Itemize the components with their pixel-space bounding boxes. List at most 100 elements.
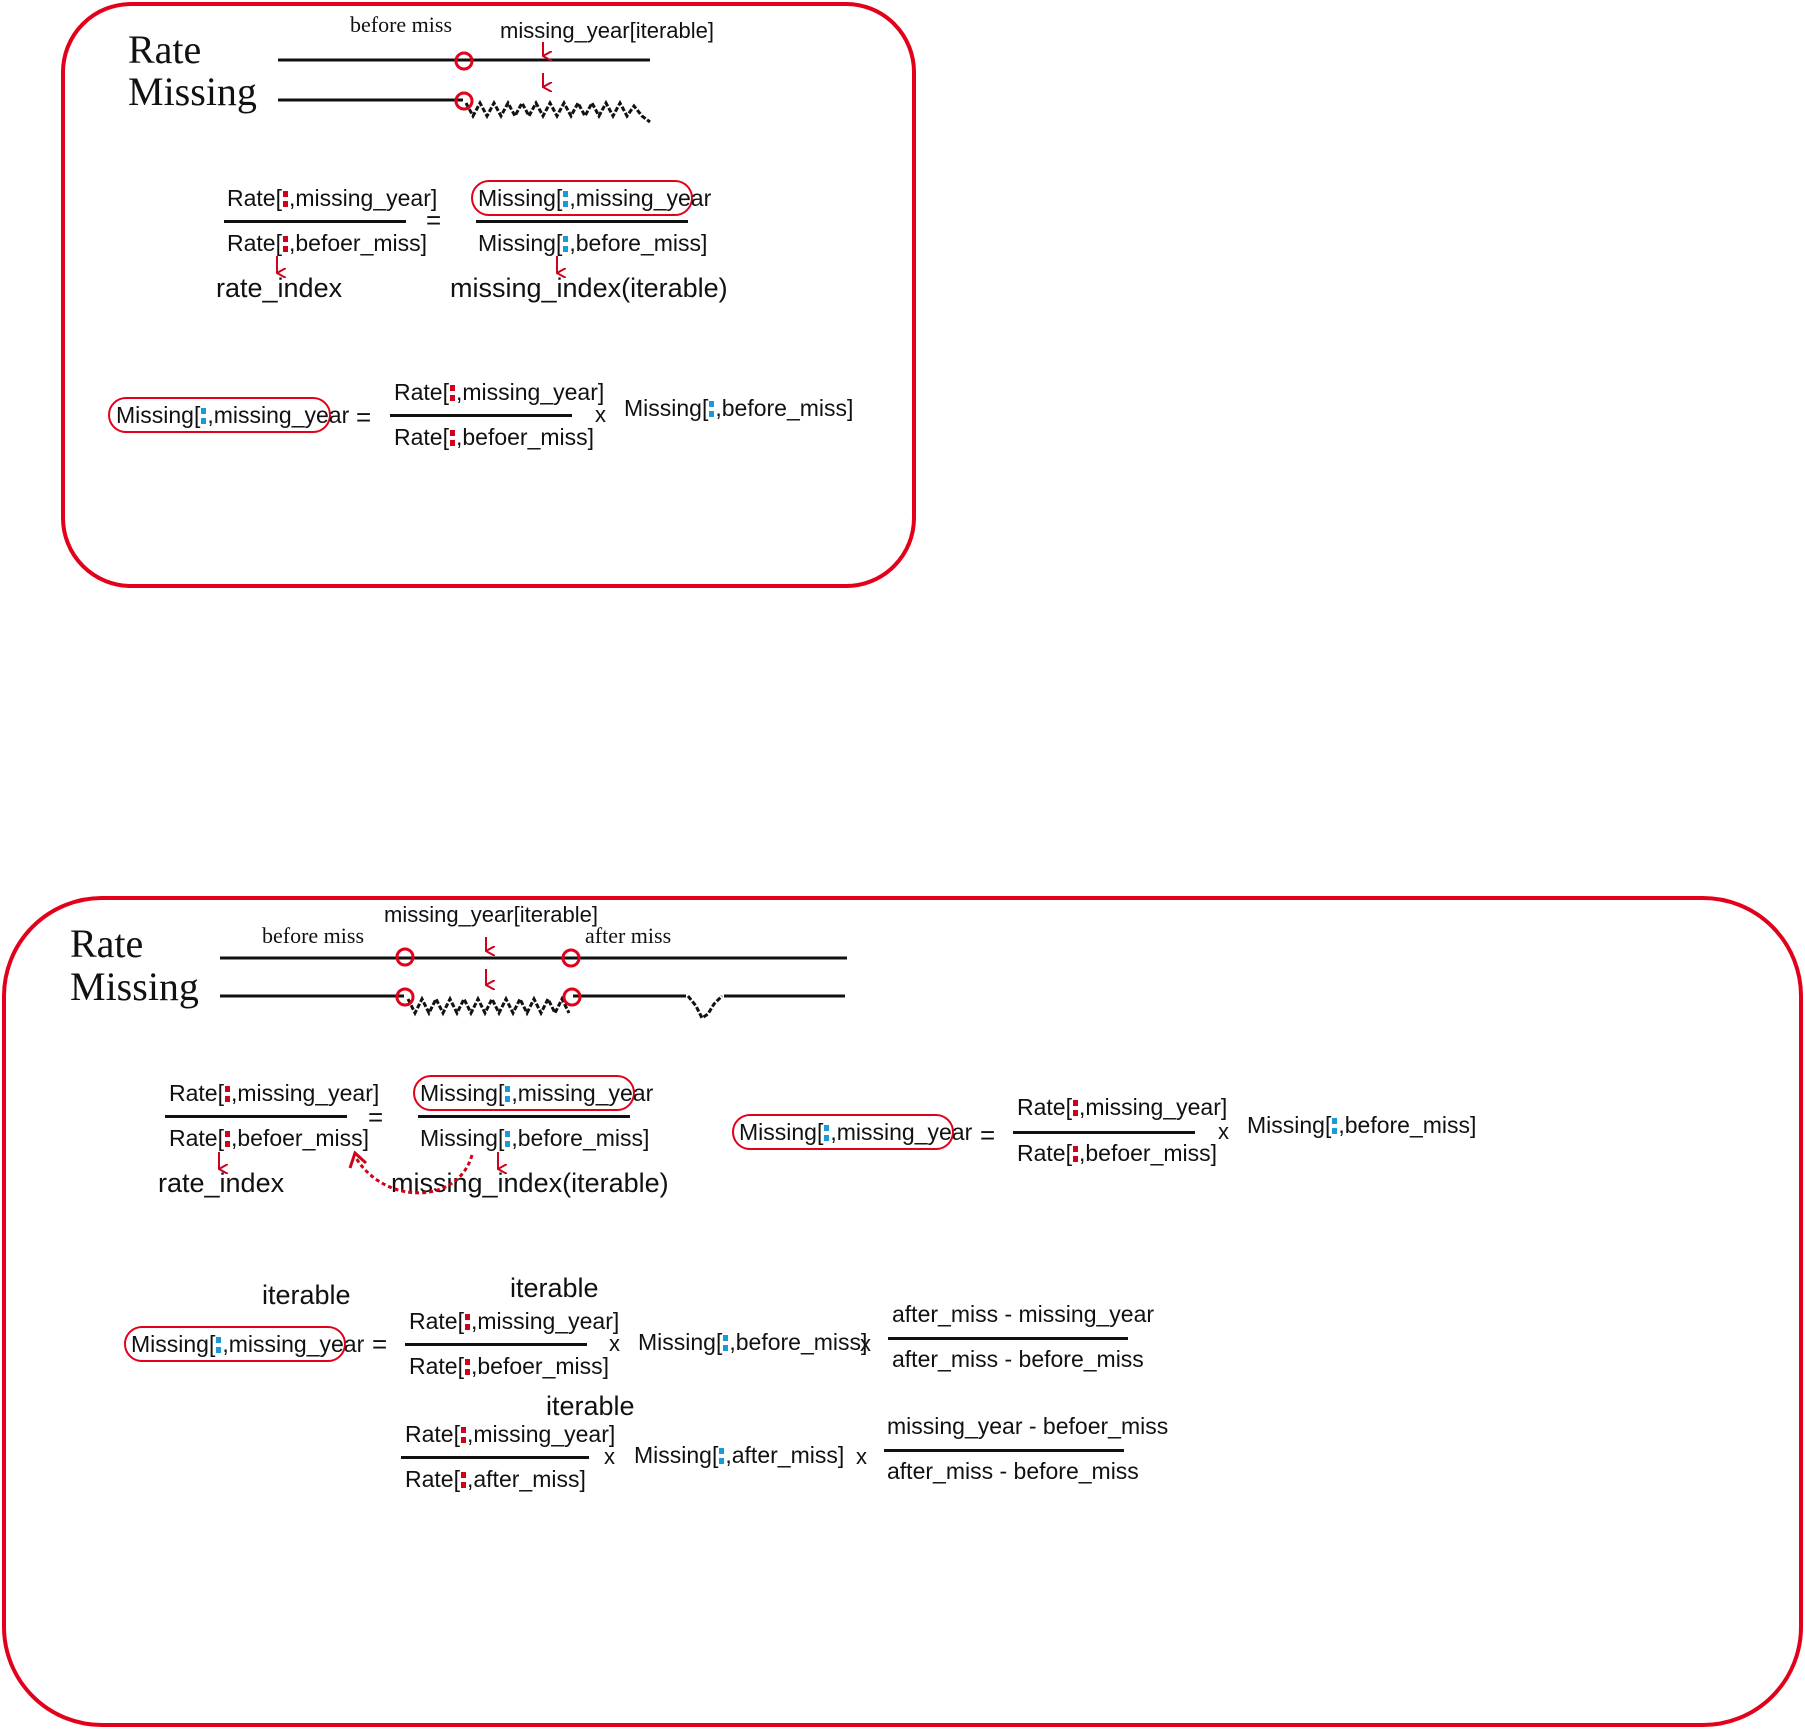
- row-index-mark: [464, 1314, 470, 1330]
- fraction-bar: [888, 1337, 1128, 1340]
- row-index-mark: [563, 191, 569, 207]
- fraction-bar: [224, 220, 406, 223]
- fraction-numerator: Missing[,missing_year: [420, 1080, 654, 1106]
- highlight-oval: [108, 397, 331, 433]
- highlight-oval: [471, 180, 693, 216]
- equals-sign: =: [356, 402, 372, 432]
- missing-series-label: Missing: [128, 69, 257, 114]
- missing-year-iterable-label: missing_year[iterable]: [384, 902, 598, 927]
- fraction-bar: [401, 1456, 589, 1459]
- multiply-sign: x: [604, 1444, 615, 1469]
- lhs-term: Missing[,missing_year: [739, 1119, 973, 1145]
- row-index-mark: [282, 191, 288, 207]
- fraction-denominator: Missing[,before_miss]: [420, 1125, 650, 1151]
- multiply-sign: x: [856, 1444, 867, 1469]
- missing-index-label: missing_index(iterable): [450, 273, 728, 303]
- fraction-bar: [884, 1449, 1124, 1452]
- row-index-mark: [505, 1131, 511, 1147]
- multiplier-term: Missing[,before_miss]: [624, 395, 854, 421]
- lhs-term: Missing[,missing_year: [131, 1331, 365, 1357]
- multiply-sign: x: [1218, 1119, 1229, 1144]
- top-diagram-panel: [61, 2, 916, 588]
- before-miss-marker: [454, 91, 474, 111]
- missing-index-label: missing_index(iterable): [391, 1168, 669, 1198]
- row-index-mark: [824, 1125, 830, 1141]
- row-index-mark: [201, 408, 207, 424]
- row-index-mark: [563, 236, 569, 252]
- row-index-mark: [719, 1448, 725, 1464]
- missing-gap-zigzag: [464, 99, 651, 124]
- row-index-mark: [464, 1359, 470, 1375]
- fraction-denominator: Rate[,after_miss]: [405, 1466, 586, 1492]
- fraction-denominator: Rate[,befoer_miss]: [227, 230, 428, 256]
- row-index-mark: [224, 1131, 230, 1147]
- lhs-term: Missing[,missing_year: [116, 402, 350, 428]
- missing-small-gap: [686, 994, 724, 1021]
- iterable-note: iterable: [262, 1280, 351, 1310]
- row-index-mark: [505, 1086, 511, 1102]
- highlight-oval: [413, 1075, 635, 1111]
- fraction-denominator: Rate[,befoer_miss]: [169, 1125, 370, 1151]
- before-miss-label: before miss: [262, 923, 365, 948]
- rate-index-label: rate_index: [158, 1168, 285, 1198]
- multiplier-term: Missing[,after_miss]: [634, 1442, 845, 1468]
- weight-numerator: missing_year - befoer_miss: [887, 1413, 1169, 1439]
- equals-sign: =: [426, 205, 442, 235]
- equals-sign: =: [368, 1102, 384, 1132]
- multiply-sign: x: [860, 1331, 871, 1356]
- highlight-oval: [124, 1326, 346, 1362]
- rate-series-label: Rate: [70, 921, 144, 966]
- curved-arrow-head-icon: [348, 1150, 368, 1169]
- before-miss-marker: [395, 987, 415, 1007]
- fraction-denominator: Rate[,befoer_miss]: [409, 1353, 610, 1379]
- after-miss-marker: [561, 948, 581, 968]
- row-index-mark: [224, 1086, 230, 1102]
- fraction-denominator: Rate[,befoer_miss]: [394, 424, 595, 450]
- fraction-numerator: Rate[,missing_year]: [1017, 1094, 1228, 1120]
- multiply-sign: x: [609, 1331, 620, 1356]
- equals-sign: =: [980, 1120, 996, 1150]
- fraction-bar: [165, 1115, 347, 1118]
- fraction-numerator: Rate[,missing_year]: [169, 1080, 380, 1106]
- row-index-mark: [216, 1337, 222, 1353]
- rate-index-label: rate_index: [216, 273, 343, 303]
- weight-denominator: after_miss - before_miss: [887, 1458, 1139, 1484]
- row-index-mark: [449, 430, 455, 446]
- row-index-mark: [460, 1427, 466, 1443]
- row-index-mark: [1072, 1100, 1078, 1116]
- row-index-mark: [1072, 1146, 1078, 1162]
- fraction-bar: [476, 220, 688, 223]
- fraction-denominator: Missing[,before_miss]: [478, 230, 708, 256]
- fraction-bar: [390, 414, 572, 417]
- before-miss-marker: [454, 51, 474, 71]
- after-miss-label: after miss: [585, 923, 672, 948]
- iterable-note: iterable: [546, 1391, 635, 1421]
- fraction-bar: [405, 1343, 587, 1346]
- highlight-oval: [732, 1114, 954, 1150]
- missing-gap-zigzag: [406, 995, 571, 1017]
- fraction-numerator: Rate[,missing_year]: [227, 185, 438, 211]
- multiplier-term: Missing[,before_miss]: [638, 1329, 868, 1355]
- row-index-mark: [1332, 1118, 1338, 1134]
- weight-denominator: after_miss - before_miss: [892, 1346, 1144, 1372]
- missing-series-label: Missing: [70, 964, 199, 1009]
- row-index-mark: [723, 1335, 729, 1351]
- fraction-bar: [418, 1115, 630, 1118]
- fraction-denominator: Rate[,befoer_miss]: [1017, 1140, 1218, 1166]
- after-miss-marker: [562, 987, 582, 1007]
- row-index-mark: [709, 401, 715, 417]
- fraction-numerator: Missing[,missing_year: [478, 185, 712, 211]
- missing-year-iterable-label: missing_year[iterable]: [500, 18, 714, 43]
- rate-series-label: Rate: [128, 27, 202, 72]
- row-index-mark: [460, 1472, 466, 1488]
- fraction-bar: [1013, 1131, 1195, 1134]
- curved-arrow-icon: [354, 1154, 474, 1195]
- bottom-diagram-panel: [2, 896, 1803, 1727]
- weight-numerator: after_miss - missing_year: [892, 1301, 1155, 1327]
- fraction-numerator: Rate[,missing_year]: [405, 1421, 616, 1447]
- fraction-numerator: Rate[,missing_year]: [394, 379, 605, 405]
- multiplier-term: Missing[,before_miss]: [1247, 1112, 1477, 1138]
- equals-sign: =: [372, 1329, 388, 1359]
- row-index-mark: [282, 236, 288, 252]
